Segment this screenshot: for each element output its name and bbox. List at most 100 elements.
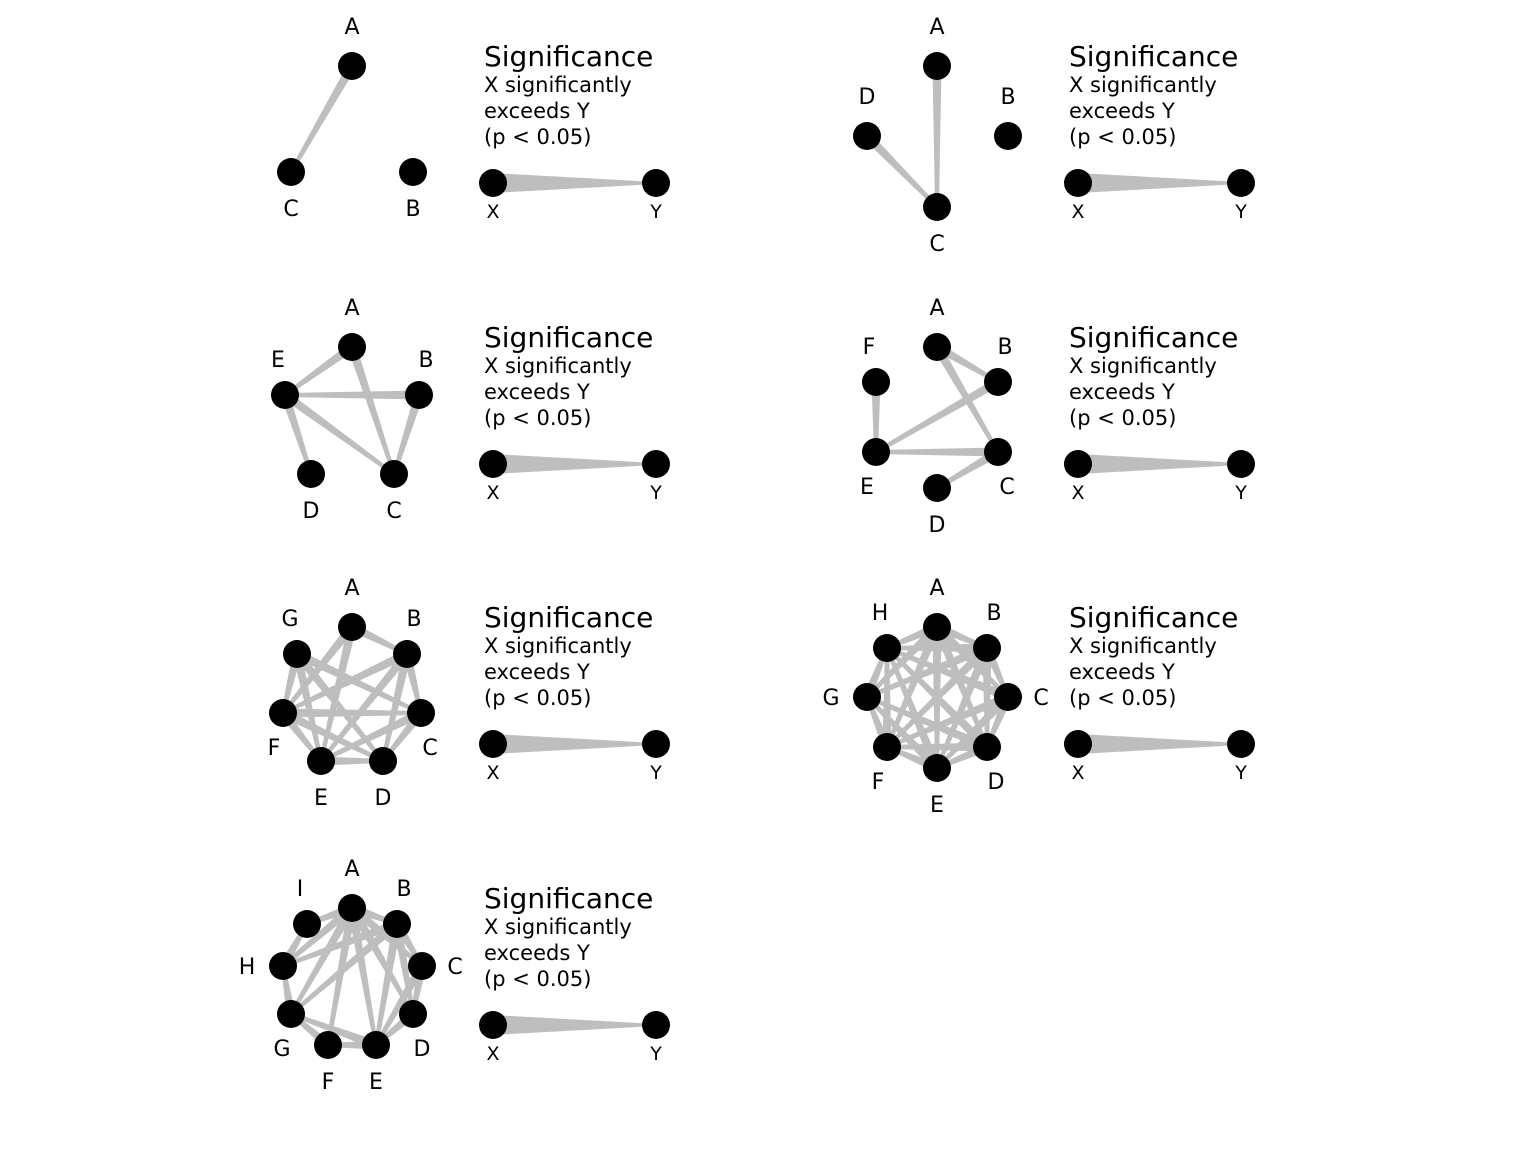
node-C: [380, 460, 408, 488]
edge-A-H: [281, 904, 355, 968]
edge-C-D: [936, 448, 1001, 490]
node-E: [362, 1031, 390, 1059]
node-label-F: F: [872, 770, 885, 795]
node-label-C: C: [283, 197, 298, 222]
node-C: [408, 952, 436, 980]
legend-line-2: exceeds Y: [484, 380, 590, 404]
legend-line-2: exceeds Y: [1069, 99, 1175, 123]
edge-B-G: [289, 920, 400, 1016]
node-D: [399, 1000, 427, 1028]
legend-y-label: Y: [1234, 762, 1247, 784]
legend-line-1: X significantly: [1069, 354, 1217, 378]
node-label-B: B: [997, 335, 1012, 360]
node-A: [338, 613, 366, 641]
node-D: [853, 122, 881, 150]
legend-edge: [493, 1015, 656, 1035]
node-G: [277, 1000, 305, 1028]
edge-B-E: [285, 390, 419, 400]
legend-line-2: exceeds Y: [1069, 380, 1175, 404]
node-B: [984, 368, 1012, 396]
legend-x-label: X: [1071, 762, 1084, 784]
node-I: [293, 910, 321, 938]
edge-B-E: [935, 646, 992, 769]
edge-D-C: [863, 132, 939, 209]
node-label-A: A: [929, 296, 944, 321]
node-label-D: D: [414, 1037, 431, 1062]
edge-B-H: [282, 919, 399, 968]
node-C: [984, 438, 1012, 466]
legend-y-label: Y: [649, 482, 662, 504]
edge-G-C: [295, 649, 422, 715]
edge-A-C: [289, 63, 356, 173]
edge-C-E: [374, 963, 426, 1046]
legend-node-y: [1227, 730, 1255, 758]
edge-A-C: [932, 66, 942, 207]
edge-C-E: [876, 447, 998, 457]
edge-B-E: [319, 651, 411, 763]
edge-C-H: [886, 646, 1010, 702]
legend-line-1: X significantly: [1069, 73, 1217, 97]
legend-node-x: [1064, 169, 1092, 197]
node-label-F: F: [863, 335, 876, 360]
node-label-B: B: [396, 877, 411, 902]
edge-B-G: [866, 643, 989, 699]
node-label-A: A: [344, 857, 359, 882]
node-label-B: B: [1000, 85, 1015, 110]
node-label-D: D: [303, 499, 320, 524]
legend-node-y: [642, 450, 670, 478]
node-A: [923, 52, 951, 80]
edge-F-H: [882, 648, 892, 747]
edge-A-F: [885, 625, 942, 748]
node-F: [862, 368, 890, 396]
legend-node-y: [1227, 450, 1255, 478]
node-B: [973, 634, 1001, 662]
edge-B-E: [374, 923, 402, 1046]
edge-B-D: [381, 653, 412, 762]
node-label-C: C: [929, 232, 944, 257]
legend-line-1: X significantly: [484, 634, 632, 658]
legend-node-y: [1227, 169, 1255, 197]
legend-node-x: [1064, 730, 1092, 758]
node-label-H: H: [239, 955, 256, 980]
legend-y-label: Y: [1234, 482, 1247, 504]
node-label-D: D: [859, 85, 876, 110]
edge-A-C: [347, 345, 396, 475]
legend-edge: [1078, 173, 1241, 193]
legend-x-label: X: [486, 762, 499, 784]
node-A: [338, 894, 366, 922]
node-C: [994, 683, 1022, 711]
node-label-A: A: [929, 15, 944, 40]
node-label-A: A: [344, 576, 359, 601]
edge-B-E: [875, 378, 1001, 454]
edge-B-H: [887, 643, 987, 653]
legend-line-1: X significantly: [484, 73, 632, 97]
node-label-D: D: [929, 513, 946, 538]
edge-B-C: [392, 393, 424, 475]
edge-D-H: [885, 646, 991, 751]
node-G: [853, 683, 881, 711]
node-label-F: F: [268, 736, 281, 761]
edge-D-G: [866, 695, 989, 752]
edge-E-G: [290, 1012, 378, 1050]
legend-x-label: X: [1071, 201, 1084, 223]
node-D: [297, 460, 325, 488]
legend-node-y: [642, 1011, 670, 1039]
node-A: [923, 613, 951, 641]
edge-G-E: [292, 653, 323, 762]
legend-line-1: X significantly: [1069, 634, 1217, 658]
node-label-B: B: [405, 197, 420, 222]
node-label-D: D: [375, 786, 392, 811]
legend-y-label: Y: [649, 201, 662, 223]
legend-edge: [493, 454, 656, 474]
edge-F-C: [283, 708, 421, 718]
node-label-E: E: [271, 348, 285, 373]
edge-A-D: [932, 625, 989, 748]
legend-edge: [493, 734, 656, 754]
node-label-E: E: [860, 475, 874, 500]
node-label-A: A: [344, 296, 359, 321]
